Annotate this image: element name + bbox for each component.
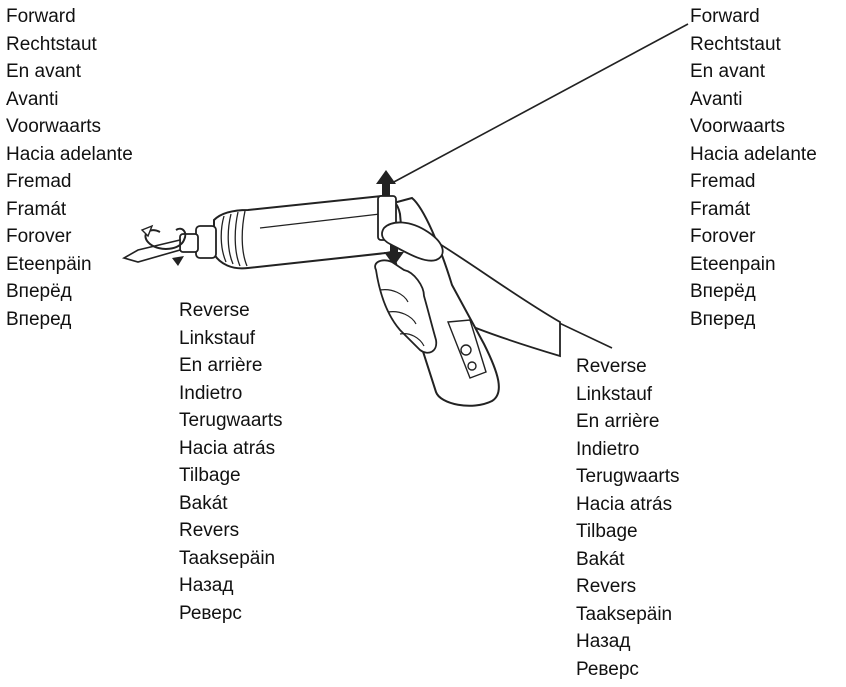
handle-button [467, 361, 477, 371]
reverse-label: Bakát [576, 548, 625, 570]
screwdriver-bit [121, 238, 181, 263]
forward-label: Avanti [6, 88, 59, 110]
reverse-label: Bakát [179, 492, 228, 514]
reverse-label: Terugwaarts [576, 466, 680, 487]
reverse-label: En arrière [179, 355, 263, 376]
rotation-arrowhead-icon [140, 224, 154, 238]
reverse-label: Terugwaarts [179, 410, 283, 431]
forward-label: Framát [6, 198, 67, 220]
chuck-collar [195, 225, 217, 259]
forward-label: Вперёд [690, 281, 756, 302]
reverse-label: Indietro [179, 382, 243, 404]
reverse-label: En arrière [576, 411, 660, 432]
reverse-label: Hacia atrás [179, 437, 276, 459]
reverse-label: Реверс [179, 602, 242, 624]
forward-label: Eteenpäin [6, 253, 92, 275]
forward-label: Avanti [690, 88, 743, 110]
reverse-label: Linkstauf [576, 383, 653, 405]
forward-label: Voorwaarts [6, 116, 102, 137]
reverse-label: Tilbage [179, 465, 241, 486]
forward-label: En avant [6, 61, 81, 82]
forward-label: Framát [690, 198, 751, 220]
reverse-label: Revers [576, 576, 637, 597]
forward-label: Вперед [6, 308, 72, 330]
reverse-label: Taaksepäin [179, 547, 276, 569]
finger-creases [379, 289, 425, 347]
rotation-arrowhead-icon [172, 256, 184, 266]
reverse-labels-left: Reverse Linkstauf En arrière Indietro Te… [179, 297, 283, 627]
barrel-seam [259, 213, 381, 229]
reverse-label: Назад [179, 575, 234, 596]
forward-label: Forward [6, 6, 76, 27]
reverse-label: Revers [179, 520, 240, 541]
forward-label: Rechtstaut [690, 33, 781, 55]
reverse-label: Hacia atrás [576, 493, 673, 515]
reverse-label: Reverse [576, 356, 647, 377]
reverse-label: Taaksepäin [576, 603, 673, 625]
forward-label: Hacia adelante [690, 143, 817, 165]
forward-arrow-icon [376, 170, 396, 196]
forward-label: En avant [690, 61, 765, 82]
reverse-label: Indietro [576, 438, 640, 460]
reverse-label: Linkstauf [179, 327, 256, 349]
barrel-ridges [220, 210, 248, 267]
reverse-label: Reverse [179, 300, 250, 321]
forward-label: Forward [690, 6, 760, 27]
handle-button [460, 344, 472, 356]
reverse-label: Реверс [576, 658, 639, 680]
handle-grip-panel [447, 319, 487, 379]
forward-labels-left: Forward Rechtstaut En avant Avanti Voorw… [6, 3, 133, 333]
forward-label: Forover [690, 226, 756, 247]
forward-label: Rechtstaut [6, 33, 97, 55]
forward-label: Forover [6, 226, 72, 247]
forward-label: Fremad [6, 171, 72, 192]
reverse-label: Tilbage [576, 521, 638, 542]
fingers-shape [374, 259, 438, 354]
forward-leader-line [391, 23, 689, 184]
forward-label: Hacia adelante [6, 143, 133, 165]
reverse-arrow-icon [384, 240, 404, 266]
reverse-labels-right: Reverse Linkstauf En arrière Indietro Te… [576, 353, 680, 683]
thumb-shape [381, 221, 444, 262]
reverse-label: Назад [576, 631, 631, 652]
forward-label: Вперед [690, 308, 756, 330]
forward-label: Вперёд [6, 281, 72, 302]
forward-label: Eteenpain [690, 253, 776, 275]
forward-labels-right: Forward Rechtstaut En avant Avanti Voorw… [690, 3, 817, 333]
forward-label: Voorwaarts [690, 116, 786, 137]
forward-label: Fremad [690, 171, 756, 192]
